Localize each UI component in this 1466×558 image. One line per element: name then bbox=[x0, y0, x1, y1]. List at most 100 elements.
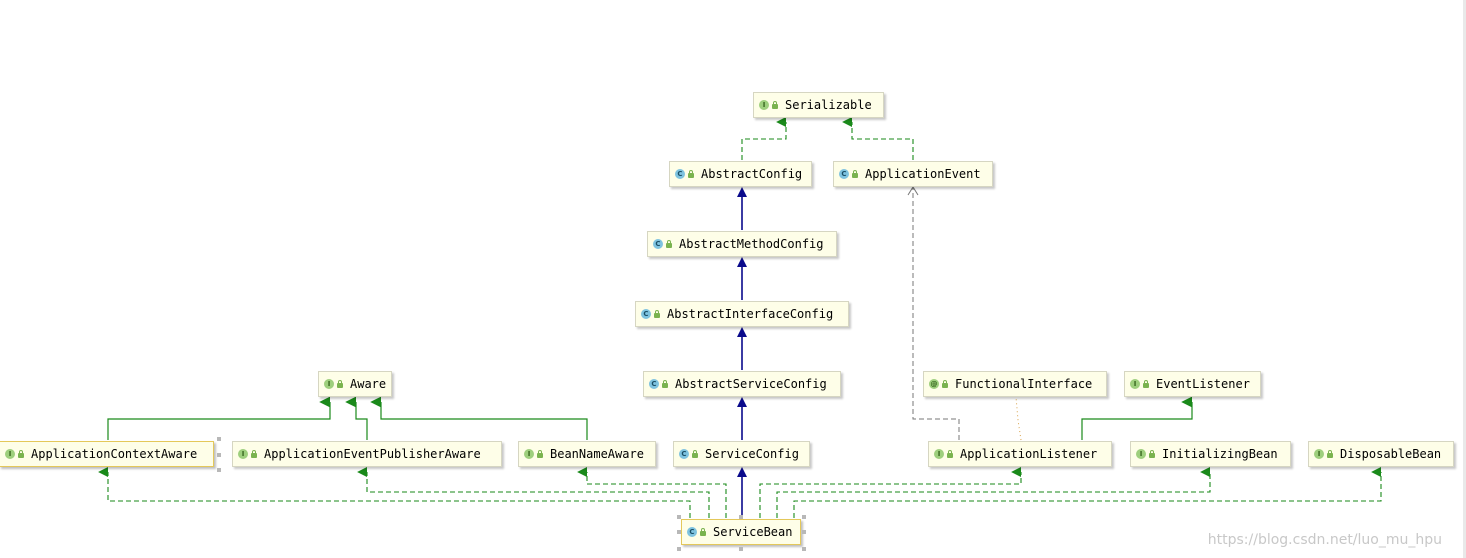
interface-icon: I bbox=[1130, 379, 1140, 389]
arrowhead-abstractmethodconfig bbox=[737, 257, 747, 267]
public-lock-icon bbox=[1149, 449, 1155, 458]
node-label: InitializingBean bbox=[1162, 447, 1278, 461]
edge-applicationeventpublisheraware-aware bbox=[345, 396, 368, 440]
edge-servicebean-applicationeventpublisheraware bbox=[357, 467, 710, 518]
selection-handle[interactable] bbox=[677, 515, 681, 519]
application-context-aware-node[interactable]: I ApplicationContextAware bbox=[0, 441, 214, 467]
node-label: AbstractServiceConfig bbox=[675, 377, 827, 391]
selection-handle[interactable] bbox=[739, 515, 743, 519]
selection-handle[interactable] bbox=[802, 515, 806, 519]
public-lock-icon bbox=[337, 379, 343, 388]
public-lock-icon bbox=[942, 379, 948, 388]
public-lock-icon bbox=[251, 449, 257, 458]
public-lock-icon bbox=[688, 169, 694, 178]
edge-servicebean-beannameaware bbox=[577, 467, 727, 518]
interface-icon: I bbox=[324, 379, 334, 389]
interface-icon: I bbox=[524, 449, 534, 459]
node-label: AbstractConfig bbox=[701, 167, 803, 181]
service-bean-node[interactable]: C ServiceBean bbox=[681, 519, 801, 545]
arrowhead-abstractconfig bbox=[737, 187, 747, 197]
node-label: Serializable bbox=[785, 98, 872, 112]
class-icon: C bbox=[649, 379, 659, 389]
selection-handle[interactable] bbox=[739, 547, 743, 551]
selection-handle[interactable] bbox=[217, 468, 221, 472]
public-lock-icon bbox=[537, 449, 543, 458]
public-lock-icon bbox=[18, 449, 24, 458]
selection-handle[interactable] bbox=[802, 547, 806, 551]
annotation-icon: @ bbox=[929, 379, 939, 389]
bean-name-aware-node[interactable]: I BeanNameAware bbox=[518, 441, 656, 467]
edge-abstractconfig-serializable bbox=[741, 117, 787, 160]
functional-interface-node[interactable]: @ FunctionalInterface bbox=[923, 371, 1107, 397]
disposable-bean-node[interactable]: I DisposableBean bbox=[1308, 441, 1454, 467]
class-icon: C bbox=[675, 169, 685, 179]
interface-icon: I bbox=[759, 100, 769, 110]
class-icon: C bbox=[679, 449, 689, 459]
interface-extends-edges bbox=[107, 396, 1193, 440]
edge-beannameaware-aware bbox=[370, 396, 588, 440]
event-listener-node[interactable]: I EventListener bbox=[1124, 371, 1261, 397]
public-lock-icon bbox=[947, 449, 953, 458]
edge-applicationevent-serializable bbox=[842, 117, 914, 160]
node-label: ServiceBean bbox=[713, 525, 793, 539]
abstract-interface-config-node[interactable]: C AbstractInterfaceConfig bbox=[635, 301, 849, 327]
edge-servicebean-applicationcontextaware bbox=[98, 467, 691, 518]
edge-applicationlistener-functionalinterface bbox=[1015, 396, 1022, 441]
selection-handle[interactable] bbox=[677, 547, 681, 551]
interface-icon: I bbox=[238, 449, 248, 459]
node-label: BeanNameAware bbox=[550, 447, 644, 461]
initializing-bean-node[interactable]: I InitializingBean bbox=[1130, 441, 1291, 467]
application-event-publisher-aware-node[interactable]: I ApplicationEventPublisherAware bbox=[232, 441, 502, 467]
interface-icon: I bbox=[934, 449, 944, 459]
class-icon: C bbox=[687, 527, 697, 537]
watermark-text: https://blog.csdn.net/luo_mu_hpu bbox=[1207, 532, 1442, 548]
application-event-node[interactable]: C ApplicationEvent bbox=[833, 161, 993, 187]
selection-handle[interactable] bbox=[677, 530, 681, 534]
edge-applicationlistener-eventlistener bbox=[1081, 396, 1193, 440]
class-icon: C bbox=[641, 309, 651, 319]
edge-servicebean-applicationlistener bbox=[759, 467, 1022, 518]
selection-handle[interactable] bbox=[217, 453, 221, 457]
public-lock-icon bbox=[852, 169, 858, 178]
node-label: ApplicationListener bbox=[960, 447, 1098, 461]
interface-icon: I bbox=[1136, 449, 1146, 459]
service-config-node[interactable]: C ServiceConfig bbox=[673, 441, 810, 467]
abstract-method-config-node[interactable]: C AbstractMethodConfig bbox=[647, 231, 837, 257]
aware-node[interactable]: I Aware bbox=[318, 371, 392, 397]
public-lock-icon bbox=[654, 309, 660, 318]
abstract-config-node[interactable]: C AbstractConfig bbox=[669, 161, 812, 187]
extends-edges bbox=[737, 187, 747, 518]
application-listener-node[interactable]: I ApplicationListener bbox=[928, 441, 1112, 467]
public-lock-icon bbox=[662, 379, 668, 388]
abstract-service-config-node[interactable]: C AbstractServiceConfig bbox=[643, 371, 841, 397]
arrowhead-abstractserviceconfig bbox=[737, 397, 747, 407]
interface-icon: I bbox=[1314, 449, 1324, 459]
edge-servicebean-disposablebean bbox=[793, 467, 1382, 518]
public-lock-icon bbox=[692, 449, 698, 458]
selection-handle[interactable] bbox=[217, 437, 221, 441]
node-label: FunctionalInterface bbox=[955, 377, 1093, 391]
node-label: ApplicationContextAware bbox=[31, 447, 198, 461]
vertical-scrollbar[interactable] bbox=[1463, 0, 1466, 558]
serializable-node[interactable]: I Serializable bbox=[753, 92, 884, 118]
node-label: ApplicationEvent bbox=[865, 167, 981, 181]
node-label: Aware bbox=[350, 377, 387, 391]
node-label: AbstractInterfaceConfig bbox=[667, 307, 834, 321]
class-icon: C bbox=[839, 169, 849, 179]
public-lock-icon bbox=[1327, 449, 1333, 458]
node-label: AbstractMethodConfig bbox=[679, 237, 824, 251]
selection-handle[interactable] bbox=[802, 530, 806, 534]
implements-edges bbox=[98, 117, 1382, 518]
public-lock-icon bbox=[666, 239, 672, 248]
node-label: ServiceConfig bbox=[705, 447, 799, 461]
public-lock-icon bbox=[700, 527, 706, 536]
open-arrowhead-applicationevent bbox=[907, 186, 919, 196]
node-label: ApplicationEventPublisherAware bbox=[264, 447, 481, 461]
class-icon: C bbox=[653, 239, 663, 249]
interface-icon: I bbox=[5, 449, 15, 459]
edge-servicebean-initializingbean bbox=[776, 467, 1211, 518]
public-lock-icon bbox=[772, 100, 778, 109]
arrowhead-abstractinterfaceconfig bbox=[737, 327, 747, 337]
event-dependency-edge bbox=[907, 186, 960, 440]
node-label: EventListener bbox=[1156, 377, 1250, 391]
